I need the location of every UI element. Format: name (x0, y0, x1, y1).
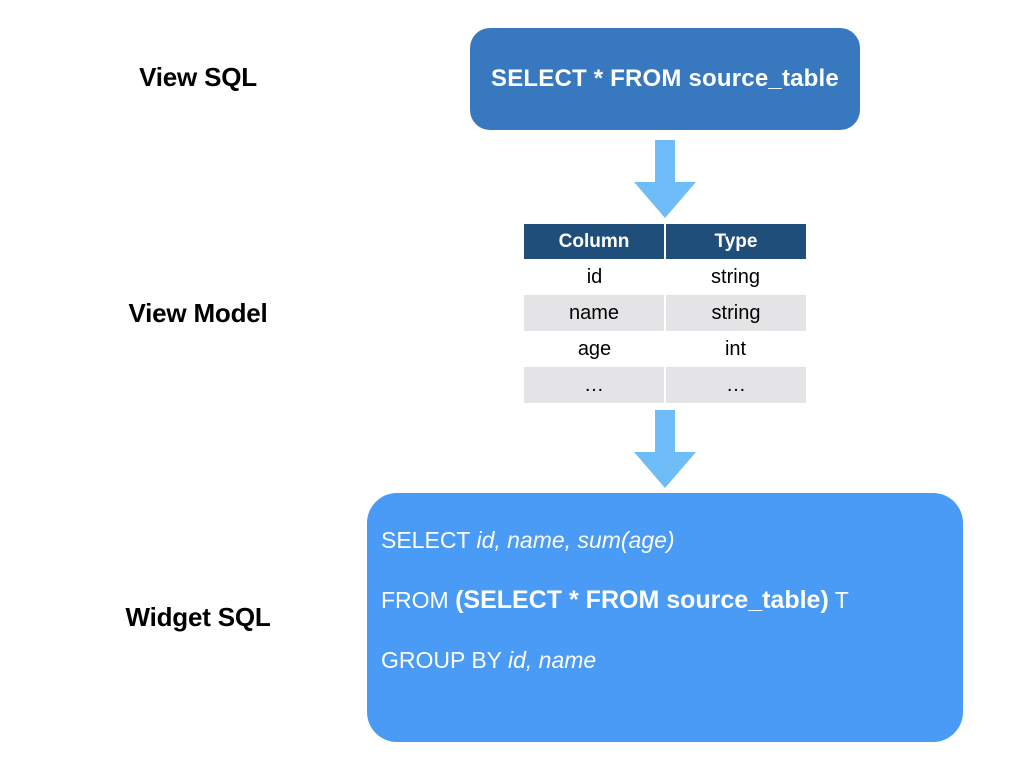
sql-alias: T (828, 587, 849, 613)
widget-sql-box: SELECT id, name, sum(age) FROM (SELECT *… (367, 493, 963, 742)
table-cell-column: … (524, 367, 665, 403)
table-header-row: Column Type (524, 224, 806, 259)
row-label-view-sql: View SQL (139, 62, 257, 92)
arrow-down-icon (634, 410, 696, 488)
sql-keyword-groupby: GROUP BY (381, 647, 508, 673)
widget-sql-line-select: SELECT id, name, sum(age) (381, 529, 963, 552)
table-cell-type: string (711, 265, 760, 288)
table-cell-column: age (577, 337, 612, 360)
table-cell-type: int (724, 337, 747, 360)
sql-subquery: (SELECT * FROM source_table) (455, 586, 829, 614)
widget-sql-line-from: FROM (SELECT * FROM source_table) T (381, 588, 963, 613)
sql-keyword-from: FROM (381, 587, 456, 613)
view-sql-box: SELECT * FROM source_table (470, 28, 860, 130)
sql-select-columns: id, name, sum(age) (476, 527, 675, 553)
table-row: age int (524, 331, 806, 367)
view-model-table: Column Type id string name string age in… (524, 224, 806, 403)
table-row: id string (524, 259, 806, 295)
row-label-widget-sql: Widget SQL (125, 602, 271, 632)
table-cell-column: id (586, 265, 603, 288)
view-sql-text: SELECT * FROM source_table (491, 65, 839, 92)
table-header-column: Column (524, 224, 665, 259)
table-cell-type: … (664, 367, 806, 403)
table-header-type: Type (664, 224, 806, 259)
arrow-down-icon (634, 140, 696, 218)
sql-groupby-columns: id, name (507, 647, 597, 673)
widget-sql-line-groupby: GROUP BY id, name (381, 649, 963, 672)
table-row: name string (524, 295, 806, 331)
table-cell-type: string (664, 295, 806, 331)
table-row: … … (524, 367, 806, 403)
table-cell-column: name (524, 295, 665, 331)
sql-keyword-select: SELECT (381, 527, 477, 553)
row-label-view-model: View Model (128, 298, 268, 328)
